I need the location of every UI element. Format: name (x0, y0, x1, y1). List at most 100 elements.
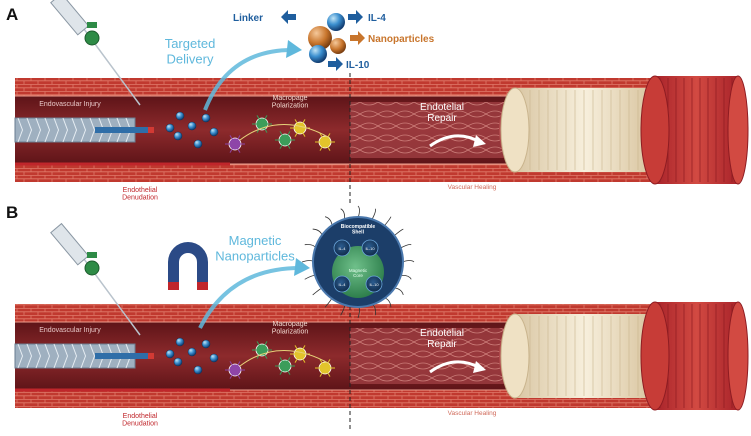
endothelium-weave (350, 328, 515, 384)
macrophage-cell (228, 363, 242, 377)
syringe-valve (84, 260, 100, 276)
stent-strut (62, 117, 69, 143)
catheter-marker (148, 127, 154, 133)
nanoparticle (175, 111, 185, 121)
macrophage-process (319, 359, 323, 364)
panel-b-letter: B (6, 203, 18, 222)
vessel-wall-top (15, 304, 655, 322)
macrophage-process (302, 119, 306, 124)
catheter-marker (148, 353, 154, 359)
stent-strut (35, 343, 42, 369)
macrophage-process (287, 370, 291, 375)
nanoparticle (187, 121, 197, 131)
callout-arrow (203, 48, 293, 111)
macrophage-cell (293, 121, 307, 135)
magnet-icon (168, 242, 208, 282)
adventitia-layer (515, 88, 655, 172)
linker-arrow (281, 10, 296, 24)
macrophage-process (279, 370, 283, 375)
nanoparticle (187, 347, 197, 357)
macrophage-process (294, 119, 298, 124)
stent-strut (35, 117, 42, 143)
macrophage-process (302, 132, 306, 137)
catheter-tip (95, 127, 150, 133)
cytokine-ball (365, 275, 383, 293)
nanoparticle (165, 349, 175, 359)
syringe-barrel (50, 222, 90, 266)
legend-il10: IL-10 (346, 60, 370, 71)
macrophage-process (264, 354, 268, 359)
vessel-wall-top (15, 78, 655, 96)
macrophage-process (264, 341, 268, 346)
macrophage-process (279, 144, 283, 149)
macrophage-process (229, 135, 233, 140)
nanoparticle (173, 131, 183, 141)
macrophage-process (229, 361, 233, 366)
macrophage-process (287, 357, 291, 362)
magnet-pole-left (168, 282, 179, 290)
muscle-edge (640, 301, 670, 411)
macrophage-cell (293, 347, 307, 361)
vessel-wall-bottom (15, 164, 655, 182)
nanoparticle (193, 365, 203, 375)
callout-arrowhead (286, 40, 302, 58)
endothelium-weave (350, 102, 515, 158)
adventitia-layer (515, 314, 655, 398)
macrophage-process (237, 135, 241, 140)
stent-strut (53, 117, 60, 143)
stent-strut (26, 343, 33, 369)
stent-strut (17, 343, 24, 369)
cytokine-ball (333, 275, 351, 293)
nanoparticle (201, 113, 211, 123)
macrophage-process (237, 361, 241, 366)
macrophage-process (327, 372, 331, 377)
syringe-cap (87, 22, 97, 28)
macrophage-process (229, 148, 233, 153)
syringe-valve (84, 30, 100, 46)
healing-label: Vascular Healing (448, 184, 497, 191)
stent-strut (89, 117, 96, 143)
nanoparticle (175, 337, 185, 347)
macrophage-process (319, 372, 323, 377)
repair-arrowhead (473, 361, 486, 373)
macrophage-process (237, 374, 241, 379)
vessel-end-cap (727, 75, 749, 185)
stent-strut (80, 343, 87, 369)
macrophage-process (256, 115, 260, 120)
stent-strut (17, 117, 24, 143)
macrophage-process (287, 131, 291, 136)
injury-label: Endovascular Injury (39, 101, 101, 108)
macrophage-process (294, 345, 298, 350)
macrophage-process (229, 374, 233, 379)
adventitia-edge (500, 313, 530, 399)
macrophage-cell (228, 137, 242, 151)
vessel-end-cap (727, 301, 749, 411)
macrophage-path (239, 124, 331, 141)
legend-nanoparticles: Nanoparticles (368, 34, 435, 45)
stent-strut (62, 343, 69, 369)
macrophage-process (302, 358, 306, 363)
macrophage-process (256, 341, 260, 346)
healing-label: Vascular Healing (448, 410, 497, 417)
stent-strut (44, 343, 51, 369)
cytokine-ball (361, 239, 379, 257)
macrophage-process (319, 146, 323, 151)
vessel-wall-bottom (15, 390, 655, 408)
macrophage-process (319, 133, 323, 138)
legend-nanoparticle-core (308, 26, 332, 50)
callout-arrow (198, 266, 301, 329)
injury-label: Endovascular Injury (39, 327, 101, 334)
stent-strut (53, 343, 60, 369)
legend-il4-ball (327, 13, 345, 31)
syringe-cap (87, 252, 97, 258)
